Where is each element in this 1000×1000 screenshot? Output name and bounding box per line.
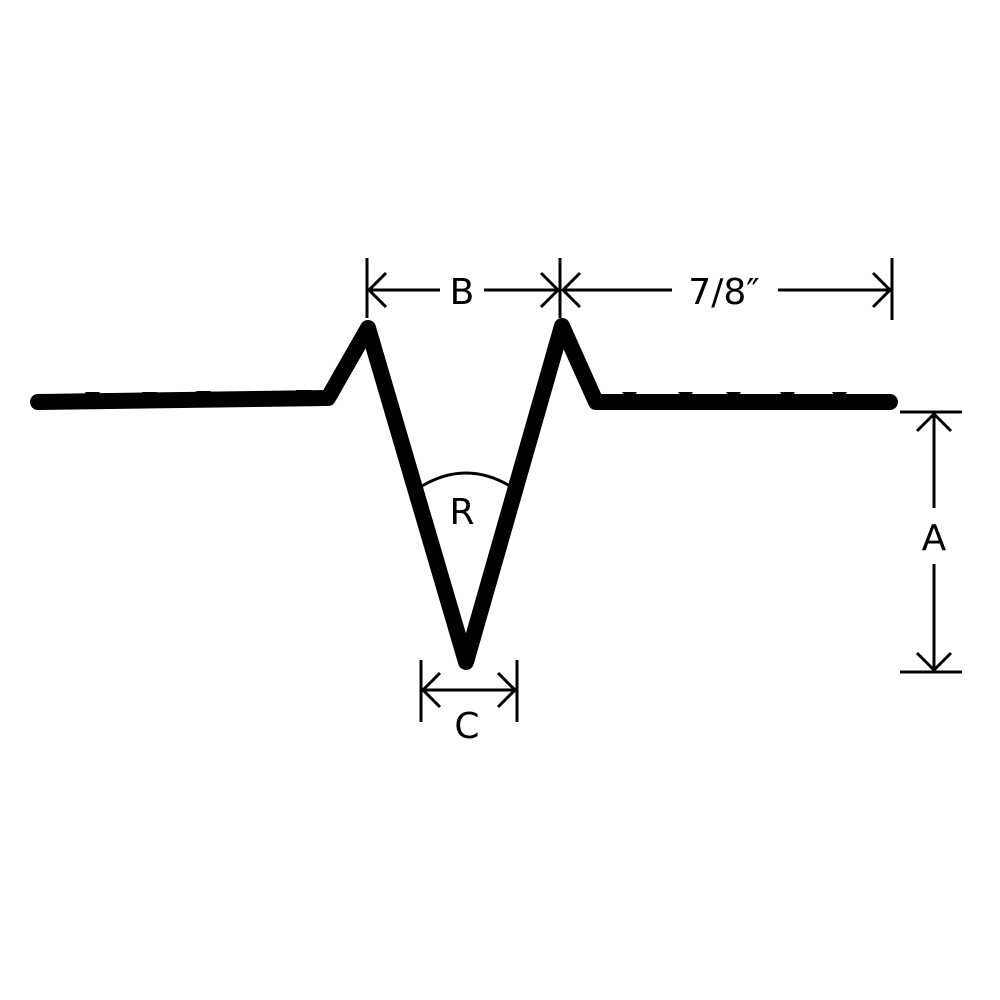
dimension-a-label: A bbox=[922, 518, 947, 559]
dimension-width-label: 7/8″ bbox=[688, 272, 759, 313]
v-profile-strip bbox=[30, 318, 898, 670]
angle-r-label: R bbox=[449, 492, 474, 533]
dimension-width bbox=[560, 258, 894, 320]
dimension-c bbox=[419, 660, 519, 722]
left-flange-serrations bbox=[85, 390, 311, 403]
dimension-c-label: C bbox=[454, 706, 479, 747]
dimension-b bbox=[365, 258, 562, 318]
angle-r-arc bbox=[421, 471, 511, 488]
right-flange-serrations bbox=[622, 392, 847, 403]
dimension-a bbox=[900, 410, 962, 674]
dimension-b-label: B bbox=[450, 272, 475, 313]
